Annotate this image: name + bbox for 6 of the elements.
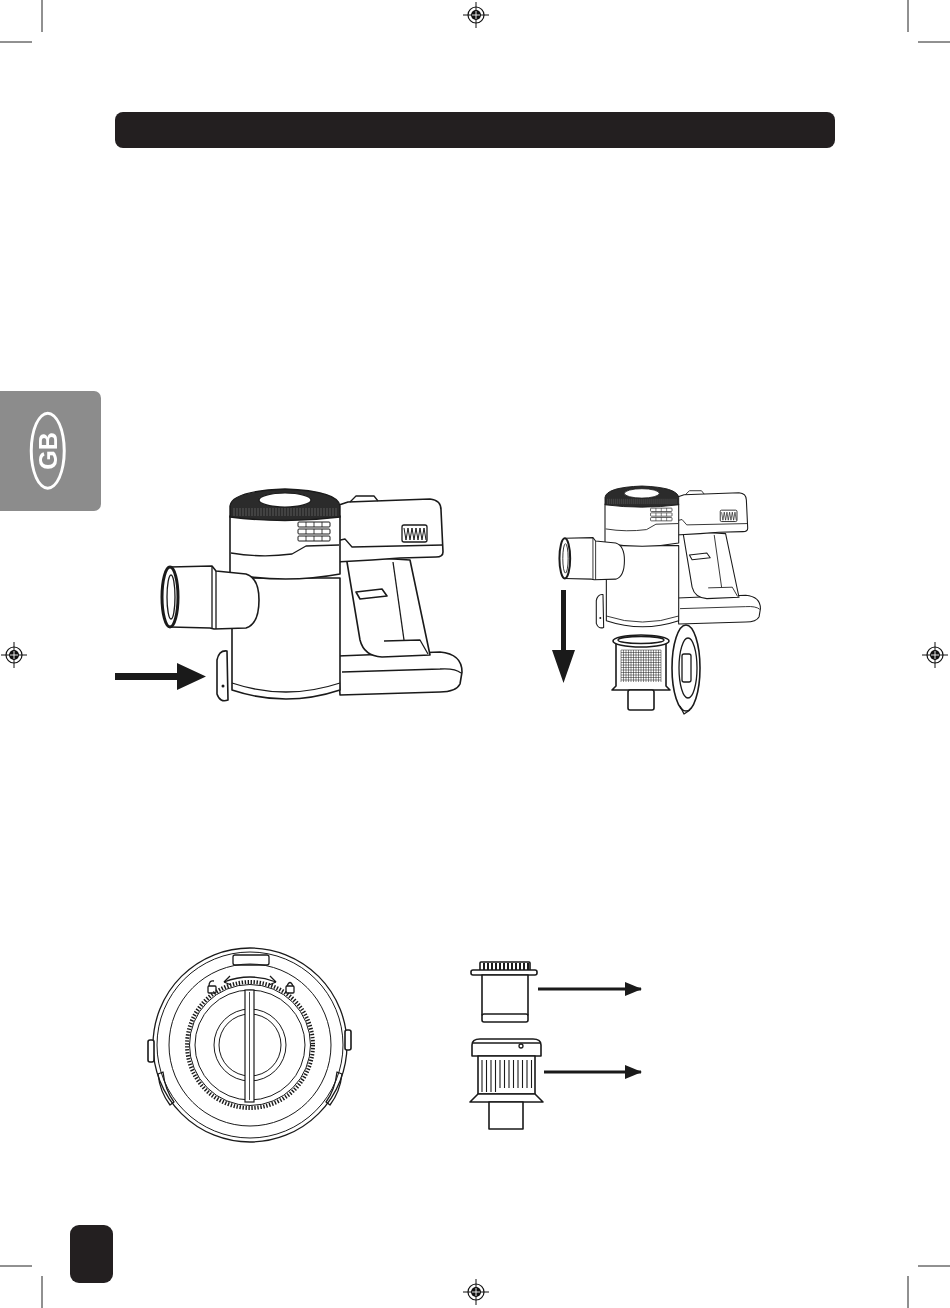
arrow — [538, 982, 642, 996]
filter-cartridge-picture — [470, 961, 538, 1023]
language-tab — [0, 391, 101, 511]
language-code: GB — [29, 412, 66, 490]
pleated-filter-picture — [469, 1038, 544, 1130]
arrow — [544, 1065, 642, 1079]
